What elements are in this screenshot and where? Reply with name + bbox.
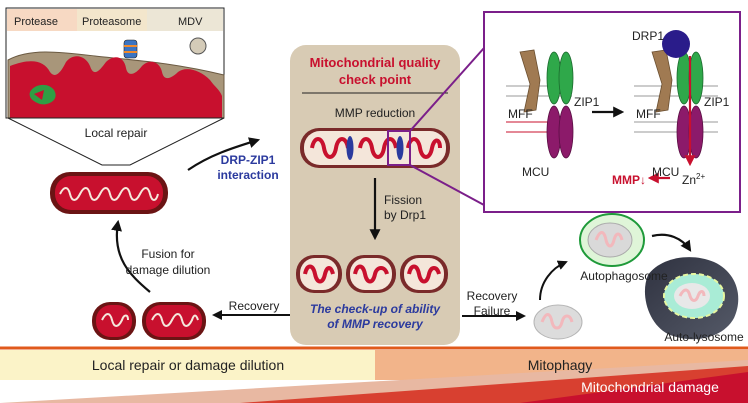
- autolysosome: [644, 257, 739, 340]
- molecular-mechanism-box: [483, 11, 741, 213]
- fusion-label-line1: Fusion for: [141, 247, 194, 261]
- mcu-right-label: MCU: [652, 165, 679, 179]
- drp1-label: DRP1: [632, 29, 664, 43]
- mmp-down-label: MMP↓: [612, 173, 646, 187]
- autophagosome: [579, 213, 645, 267]
- damage-label: Mitochondrial damage: [581, 379, 719, 395]
- fissioned-mitochondria: [296, 255, 448, 293]
- mitochondrion-left: [50, 172, 168, 214]
- proteasome-icon: [123, 39, 138, 59]
- proteasome-label: Proteasome: [82, 16, 141, 28]
- membrane-right-top: [634, 85, 718, 97]
- zip1-left-label: ZIP1: [574, 95, 600, 109]
- zip1-right-label: ZIP1: [704, 95, 730, 109]
- recovery-failure-line2: Failure: [474, 304, 511, 318]
- damaged-mitochondrion: [533, 304, 583, 340]
- fusion-label-line2: damage dilution: [126, 263, 211, 277]
- local-repair-inset: [5, 7, 225, 166]
- recovery-label: Recovery: [229, 299, 280, 313]
- mitochondria-bottom-left: [92, 302, 206, 340]
- mff-right-label: MFF: [636, 107, 661, 121]
- checkup-label-line2: of MMP recovery: [327, 317, 424, 331]
- fission-label-line2: by Drp1: [384, 208, 426, 222]
- drp-zip1-label-line2: interaction: [217, 168, 278, 182]
- checkup-label-line1: The check-up of ability: [310, 302, 441, 316]
- recovery-failure-line1: Recovery: [467, 289, 518, 303]
- membrane-right-bottom: [634, 121, 718, 133]
- mmp-reduction-label: MMP reduction: [335, 106, 415, 120]
- drp1-protein-icon: [662, 30, 690, 58]
- checkpoint-panel: [290, 45, 460, 345]
- autophagosome-label: Autophagosome: [580, 269, 668, 283]
- drp-zip1-label-line1: DRP-ZIP1: [221, 153, 276, 167]
- bottom-bar: [0, 346, 748, 403]
- autolysosome-label: Auto-lysosome: [664, 330, 744, 344]
- zn-label: Zn2+: [682, 172, 705, 187]
- local-repair-caption: Local repair: [85, 126, 148, 140]
- mdv-vesicle-icon: [189, 37, 207, 55]
- mff-left-label: MFF: [508, 107, 533, 121]
- protease-label: Protease: [14, 16, 58, 28]
- mcu-left-label: MCU: [522, 165, 549, 179]
- bottom-right-label: Mitophagy: [528, 357, 593, 373]
- checkpoint-title-line1: Mitochondrial quality: [310, 55, 441, 70]
- bottom-left-label: Local repair or damage dilution: [92, 357, 284, 373]
- checkpoint-title-line2: check point: [339, 72, 412, 87]
- fission-label-line1: Fission: [384, 193, 422, 207]
- mdv-label: MDV: [178, 16, 203, 28]
